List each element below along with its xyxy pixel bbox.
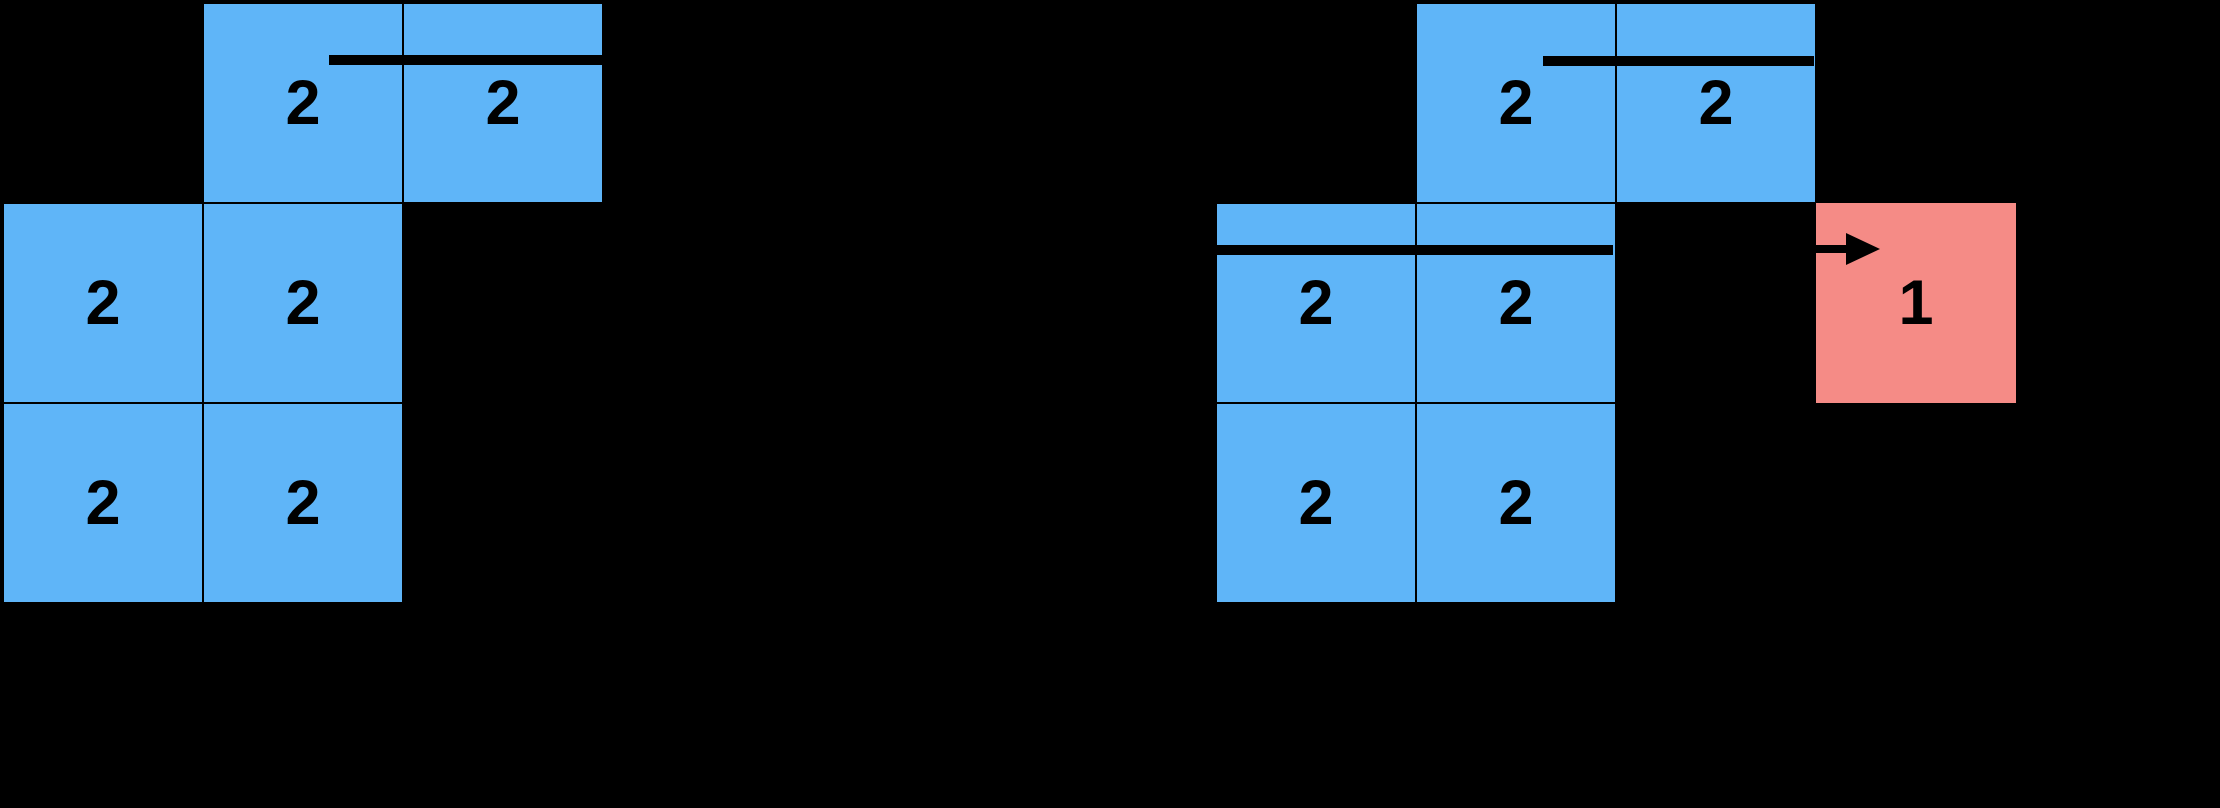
tile-value: 2 <box>1498 67 1534 138</box>
overline-annotation <box>1216 245 1613 255</box>
tile-blue: 2 <box>403 3 603 203</box>
tile-blue: 2 <box>203 3 403 203</box>
tile-blue: 2 <box>203 403 403 603</box>
tile-value: 2 <box>85 467 121 538</box>
tile-blue: 2 <box>1216 403 1416 603</box>
tile-value: 2 <box>485 67 521 138</box>
tile-blue: 2 <box>3 203 203 403</box>
overline-annotation <box>1543 56 1814 66</box>
tile-value: 2 <box>285 467 321 538</box>
tile-blue: 2 <box>3 403 203 603</box>
tile-blue: 2 <box>1216 203 1416 403</box>
tile-value: 1 <box>1898 267 1934 338</box>
tile-blue: 2 <box>1616 3 1816 203</box>
tile-value: 2 <box>1298 467 1334 538</box>
overline-annotation <box>329 55 602 65</box>
tile-value: 2 <box>1698 67 1734 138</box>
tile-blue: 2 <box>203 203 403 403</box>
arrow-right-icon <box>1808 233 1880 265</box>
tile-value: 2 <box>1498 267 1534 338</box>
tile-blue: 2 <box>1416 403 1616 603</box>
tile-value: 2 <box>85 267 121 338</box>
tile-value: 2 <box>1298 267 1334 338</box>
tile-value: 2 <box>1498 467 1534 538</box>
tile-blue: 2 <box>1416 3 1616 203</box>
tile-value: 2 <box>285 267 321 338</box>
tile-value: 2 <box>285 67 321 138</box>
tile-blue: 2 <box>1416 203 1616 403</box>
